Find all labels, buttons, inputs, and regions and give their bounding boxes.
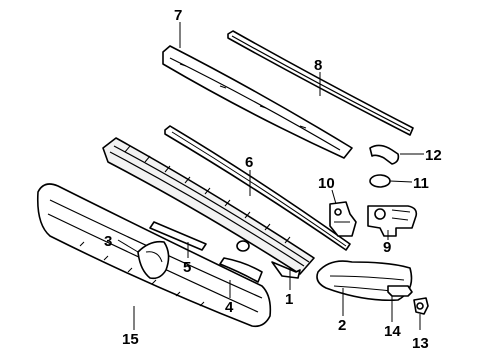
part-1-grille — [102, 137, 315, 279]
part-3-bracket — [137, 240, 170, 280]
callout-6: 6 — [245, 154, 253, 171]
part-7-upper-filler-panel — [162, 45, 353, 159]
part-11-lens — [369, 174, 391, 188]
callout-8: 8 — [314, 57, 322, 74]
part-6-grille-molding — [164, 125, 351, 251]
callout-11: 11 — [413, 175, 429, 192]
callout-3: 3 — [104, 233, 112, 250]
callout-7: 7 — [174, 7, 182, 24]
part-12-clip — [369, 144, 400, 165]
part-4-strip — [219, 257, 263, 283]
part-9-headlamp-socket — [367, 205, 418, 237]
callout-2: 2 — [338, 317, 346, 334]
callouts: 7 8 6 12 10 11 9 3 5 4 1 2 14 13 15 — [104, 7, 442, 352]
callout-9: 9 — [383, 239, 391, 256]
part-13-bulb-socket — [413, 297, 429, 315]
part-14-bracket — [387, 285, 413, 297]
callout-13: 13 — [412, 335, 429, 352]
callout-12: 12 — [425, 147, 442, 164]
callout-15: 15 — [122, 331, 139, 348]
part-10-mount — [329, 201, 357, 237]
callout-14: 14 — [384, 323, 401, 340]
callout-5: 5 — [183, 259, 191, 276]
callout-10: 10 — [318, 175, 335, 192]
leader-lines — [117, 22, 424, 330]
callout-1: 1 — [285, 291, 293, 308]
callout-4: 4 — [225, 299, 234, 316]
part-5-strip — [149, 221, 207, 251]
